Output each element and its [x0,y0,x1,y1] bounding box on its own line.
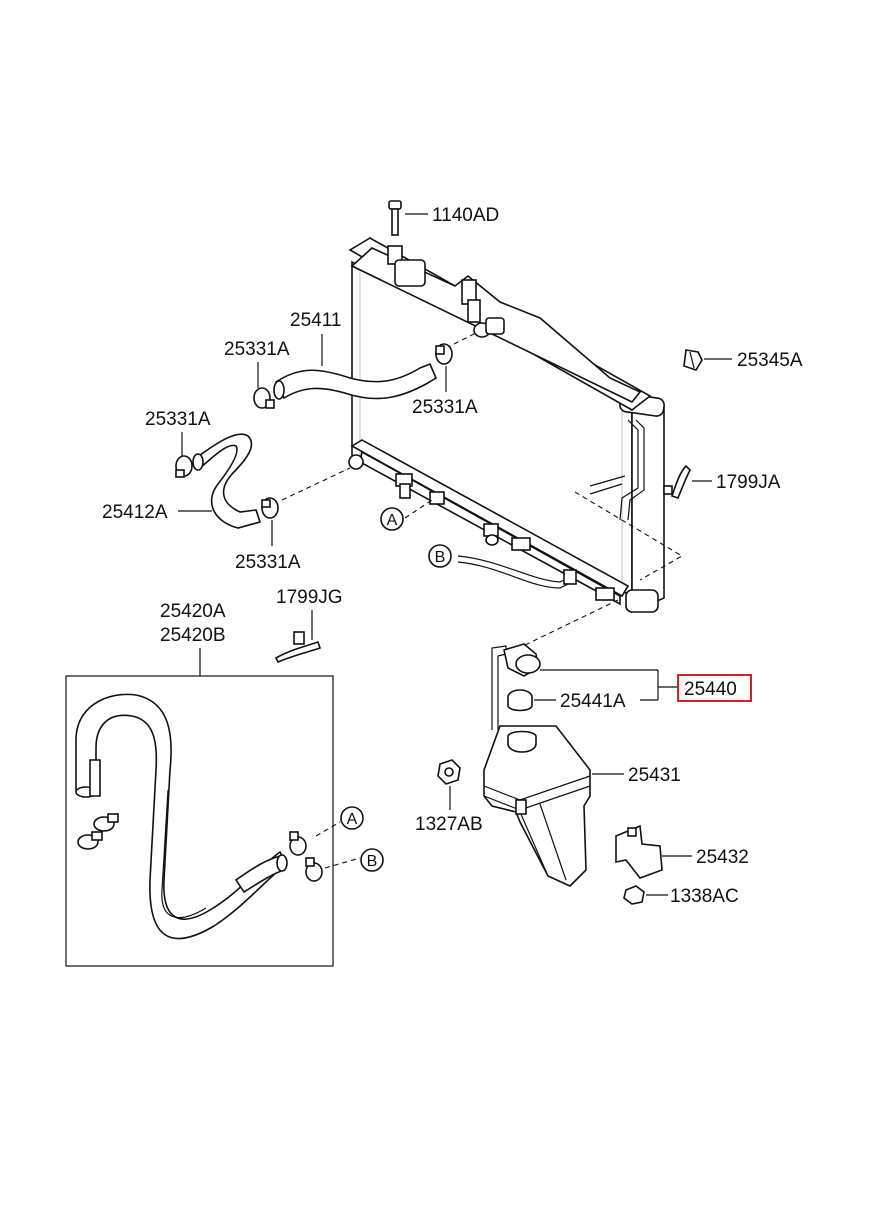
band-1799JG: 1799JG [274,587,343,664]
label-25441A: 25441A [560,691,626,712]
assembly-guide-lines [281,331,684,869]
label-25440: 25440 [684,679,737,700]
clamp-25331A-upper-left: 25331A [224,339,290,409]
label-1327AB: 1327AB [415,814,483,835]
svg-text:B: B [435,549,446,566]
reservoir-cap-assembly: 25441A 25440 [491,643,752,730]
svg-text:A: A [347,811,358,828]
label-1140AD: 1140AD [432,205,499,226]
label-25331A-b: 25331A [412,397,478,418]
svg-text:A: A [387,512,398,529]
label-25432: 25432 [696,847,749,868]
marker-a-radiator: A [380,507,404,531]
radiator-assembly [348,237,665,614]
label-25412A: 25412A [102,502,168,523]
lower-hose-25412A: 25412A [102,433,262,529]
marker-b-radiator: B [428,544,452,568]
reservoir-tank-25431: 25431 [483,725,681,887]
label-25420B: 25420B [160,625,226,646]
clamp-25331A-upper-right: 25331A [412,343,478,418]
upper-hose-25411: 25411 [273,310,438,400]
hose-kit-25420: 25420A 25420B [65,601,334,967]
label-25331A-c: 25331A [145,409,211,430]
label-1799JG: 1799JG [276,587,343,608]
bolt-1140AD: 1140AD [388,200,499,236]
clamp-25331A-lower-left: 25331A [145,409,211,478]
band-1799JA: 1799JA [663,464,781,499]
label-25331A-a: 25331A [224,339,290,360]
clip-25345A: 25345A [683,349,803,371]
svg-text:B: B [367,853,378,870]
label-25431: 25431 [628,765,681,786]
label-25345A: 25345A [737,350,803,371]
bracket-25432: 25432 [615,824,749,879]
highlight-box-25440 [677,674,752,702]
label-25331A-d: 25331A [235,552,301,573]
label-1338AC: 1338AC [670,886,739,907]
label-25411: 25411 [290,310,341,331]
label-1799JA: 1799JA [716,472,781,493]
nut-1327AB: 1327AB [415,759,483,835]
marker-b-box: B [360,848,384,872]
label-25420A: 25420A [160,601,226,622]
nut-1338AC: 1338AC [623,885,739,907]
clamp-25331A-lower-right: 25331A [235,497,301,573]
marker-a-box: A [340,806,364,830]
